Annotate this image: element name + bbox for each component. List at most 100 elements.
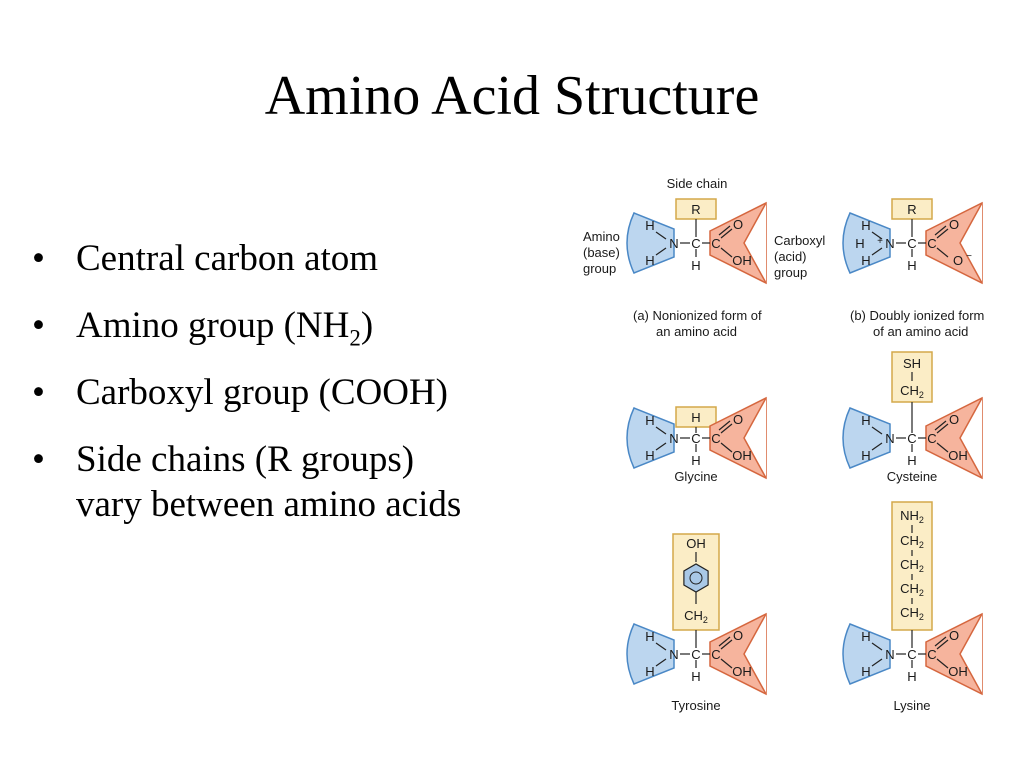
side-chain-box [891,501,933,631]
amino-h-top: H [861,413,870,428]
bond [871,442,883,451]
bond [871,642,883,651]
carboxyl-carbon: C [927,647,936,662]
bond [936,639,949,650]
alpha-carbon: C [907,431,916,446]
amino-h-bottom: H [861,253,870,268]
bond [718,225,731,236]
tyrosine-name: Tyrosine [671,698,720,713]
amino-h-top: H [645,218,654,233]
carboxyl-notch-edge [743,397,767,479]
hydroxyl-oxygen: OH [732,448,752,463]
bond [934,636,947,647]
alpha-hydrogen: H [907,669,916,684]
amino-h-bottom: H [645,664,654,679]
carbonyl-oxygen: O [949,217,959,232]
bond [718,636,731,647]
bond [655,642,667,651]
amino-h-bottom: H [645,448,654,463]
bond [655,426,667,435]
bond [871,247,883,256]
amino-h-bottom: H [861,448,870,463]
amino-group-shape [626,212,675,274]
bullet-side-chains: •Side chains (R groups)vary between amin… [32,439,462,525]
bond [936,247,949,258]
amino-label-2: (base) [583,245,620,260]
bullet-amino-group: •Amino group (NH2) [32,305,374,351]
tyrosine-ch2: CH2 [684,608,708,625]
lysine-ch2: CH2 [900,557,924,574]
bond [720,228,733,239]
bond [934,225,947,236]
alpha-hydrogen: H [691,258,700,273]
bond [936,228,949,239]
amino-h-top: H [645,413,654,428]
bond [936,423,949,434]
bond [718,420,731,431]
negative-charge: − [966,251,972,262]
alpha-hydrogen: H [691,453,700,468]
carboxyl-notch-edge [959,613,983,695]
amino-label-3: group [583,261,616,276]
bullet-carboxyl-group: •Carboxyl group (COOH) [32,372,449,413]
carbonyl-oxygen: O [949,412,959,427]
alpha-hydrogen: H [907,453,916,468]
bond [871,658,883,667]
lysine-nh2: NH2 [900,508,924,525]
caption-a-1: (a) Nonionized form of [633,308,762,323]
amino-label-1: Amino [583,229,620,244]
amino-group-shape [842,212,891,274]
nitrogen: N [885,236,894,251]
nitrogen: N [669,236,678,251]
bond [720,442,733,453]
hydroxyl-oxygen: OH [948,664,968,679]
nitrogen: N [669,647,678,662]
carbonyl-oxygen: O [949,628,959,643]
bond [871,231,883,240]
carboxyl-carbon: C [927,236,936,251]
lysine-name: Lysine [893,698,930,713]
lysine-ch2: CH2 [900,605,924,622]
alpha-carbon: C [907,647,916,662]
cysteine-name: Cysteine [887,469,938,484]
bond [655,658,667,667]
amino-h-top: H [861,218,870,233]
carbonyl-oxygen: O [733,628,743,643]
bond [720,247,733,258]
bond [720,423,733,434]
carboxyl-notch-edge [743,613,767,695]
bond [655,442,667,451]
carboxyl-notch [744,614,766,694]
r-group: R [691,202,700,217]
carbonyl-oxygen: O [733,217,743,232]
lysine-ch2: CH2 [900,581,924,598]
amino-group-shape [842,407,891,469]
carboxyl-label-3: group [774,265,807,280]
cysteine-sh: SH [903,356,921,371]
amino-h-extra: H [855,236,864,251]
bond [655,231,667,240]
bond [720,639,733,650]
carboxyl-notch-edge [959,202,983,284]
bond [934,420,947,431]
alpha-carbon: C [907,236,916,251]
tyrosine-oh: OH [686,536,706,551]
hydroxyl-oxygen: OH [732,253,752,268]
carboxyl-label-2: (acid) [774,249,807,264]
alpha-carbon: C [691,647,700,662]
hydroxyl-oxygen: OH [732,664,752,679]
amino-h-top: H [645,629,654,644]
nitrogen: N [885,431,894,446]
carbonyl-oxygen: O [733,412,743,427]
carboxyl-notch [960,398,982,478]
cysteine-ch2: CH2 [900,383,924,400]
r-group: R [907,202,916,217]
amino-h-top: H [861,629,870,644]
amino-h-bottom: H [645,253,654,268]
bond [871,426,883,435]
nitrogen: N [669,431,678,446]
bullet-central-carbon: •Central carbon atom [32,238,379,279]
